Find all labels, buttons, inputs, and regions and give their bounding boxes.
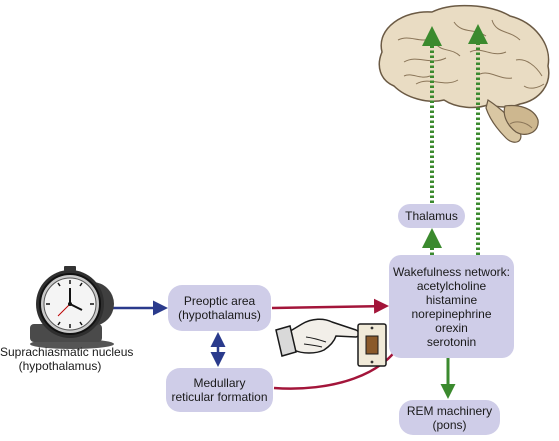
scn-label: Suprachiasmatic nucleus (hypothalamus): [0, 345, 134, 373]
alarm-clock-icon: [30, 266, 114, 349]
rem-line2: (pons): [432, 417, 467, 432]
wakefulness-item: serotonin: [426, 334, 477, 349]
wakefulness-title: Wakefulness network:: [393, 264, 510, 279]
thalamus-label: Thalamus: [405, 209, 458, 223]
wakefulness-item: histamine: [425, 292, 478, 307]
pointing-hand-icon: [275, 318, 360, 357]
cortical-projections: [422, 24, 488, 255]
scn-line1: Suprachiasmatic nucleus: [0, 345, 134, 359]
rem-line1: REM machinery: [406, 403, 493, 418]
wakefulness-item: orexin: [435, 320, 468, 335]
light-switch-icon: [357, 323, 387, 367]
wakefulness-item: acetylcholine: [416, 278, 487, 293]
thalamus-box: Thalamus: [398, 204, 465, 228]
medullary-line1: Medullary: [193, 376, 246, 390]
scn-line2: (hypothalamus): [18, 359, 102, 373]
preoptic-area-box: Preoptic area (hypothalamus): [168, 285, 271, 331]
rem-machinery-box: REM machinery (pons): [399, 400, 500, 435]
brain-icon: [378, 4, 550, 143]
preoptic-line2: (hypothalamus): [178, 308, 261, 322]
arrow-preoptic-to-wake: [271, 298, 389, 314]
medullary-line2: reticular formation: [171, 390, 268, 404]
medullary-reticular-box: Medullary reticular formation: [166, 368, 273, 412]
wakefulness-item: norepinephrine: [411, 306, 492, 321]
wakefulness-network-box: Wakefulness network: acetylcholine hista…: [389, 255, 514, 358]
preoptic-line1: Preoptic area: [183, 294, 256, 308]
